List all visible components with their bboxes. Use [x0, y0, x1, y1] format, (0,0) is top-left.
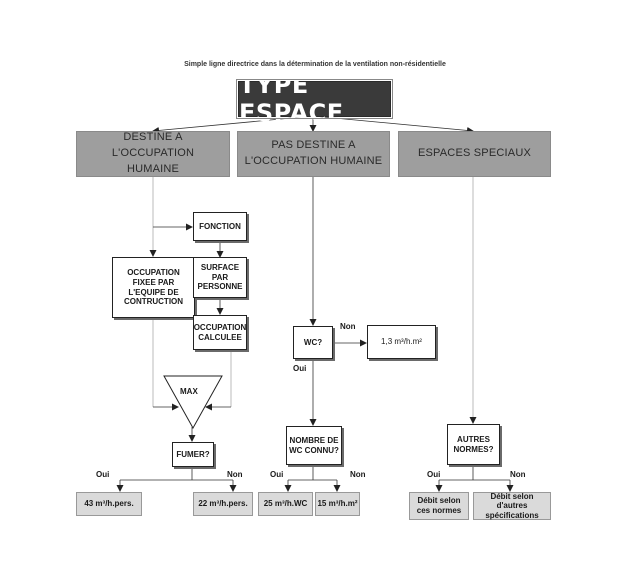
type-espace-title: TYPE ESPACE	[236, 71, 393, 127]
fumer-non-label: Non	[227, 470, 243, 479]
occupation-fixee-box: OCCUPATION FIXEE PAR L'EQUIPE DE CONTRUC…	[112, 257, 195, 318]
result-43-box: 43 m³/h.pers.	[76, 492, 142, 516]
surface-par-personne-box: SURFACE PAR PERSONNE	[193, 257, 247, 298]
max-triangle	[163, 375, 223, 430]
nombre-wc-oui-label: Oui	[270, 470, 284, 479]
category-destine: DESTINE A L'OCCUPATION HUMAINE	[76, 131, 230, 177]
debit-autres-box: Débit selon d'autres spécifications	[473, 492, 551, 520]
autres-normes-box: AUTRES NORMES?	[447, 424, 500, 465]
result-15-box: 15 m³/h.m²	[315, 492, 360, 516]
result-1-3-box: 1,3 m³/h.m²	[367, 325, 436, 359]
autres-normes-oui-label: Oui	[427, 470, 441, 479]
debit-normes-box: Débit selon ces normes	[409, 492, 469, 520]
result-22-box: 22 m³/h.pers.	[193, 492, 253, 516]
nombre-wc-non-label: Non	[350, 470, 366, 479]
fumer-oui-label: Oui	[96, 470, 110, 479]
occupation-calculee-box: OCCUPATION CALCULEE	[193, 315, 247, 350]
diagram-subtitle: Simple ligne directrice dans la détermin…	[184, 61, 446, 68]
max-label: MAX	[180, 387, 198, 396]
fumer-box: FUMER?	[172, 442, 214, 467]
nombre-wc-box: NOMBRE DE WC CONNU?	[286, 426, 342, 465]
wc-oui-label: Oui	[293, 364, 307, 373]
result-25-box: 25 m³/h.WC	[258, 492, 313, 516]
autres-normes-non-label: Non	[510, 470, 526, 479]
wc-non-label: Non	[340, 322, 356, 331]
wc-box: WC?	[293, 326, 333, 359]
category-pas-destine: PAS DESTINE A L'OCCUPATION HUMAINE	[237, 131, 390, 177]
category-speciaux: ESPACES SPECIAUX	[398, 131, 551, 177]
fonction-box: FONCTION	[193, 212, 247, 241]
